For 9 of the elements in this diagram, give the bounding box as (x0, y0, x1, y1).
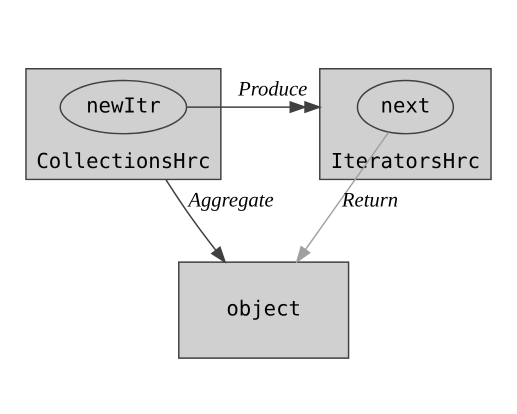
arrow (187, 100, 322, 113)
edge-label: Return (342, 188, 398, 211)
arrow (165, 178, 226, 264)
node-ellipse: newItr (60, 79, 188, 134)
arrow (296, 131, 390, 264)
node-ellipse: next (356, 79, 454, 134)
edge-label: Aggregate (188, 188, 274, 211)
edge-label: Produce (238, 78, 308, 100)
node-box: object (178, 260, 350, 358)
